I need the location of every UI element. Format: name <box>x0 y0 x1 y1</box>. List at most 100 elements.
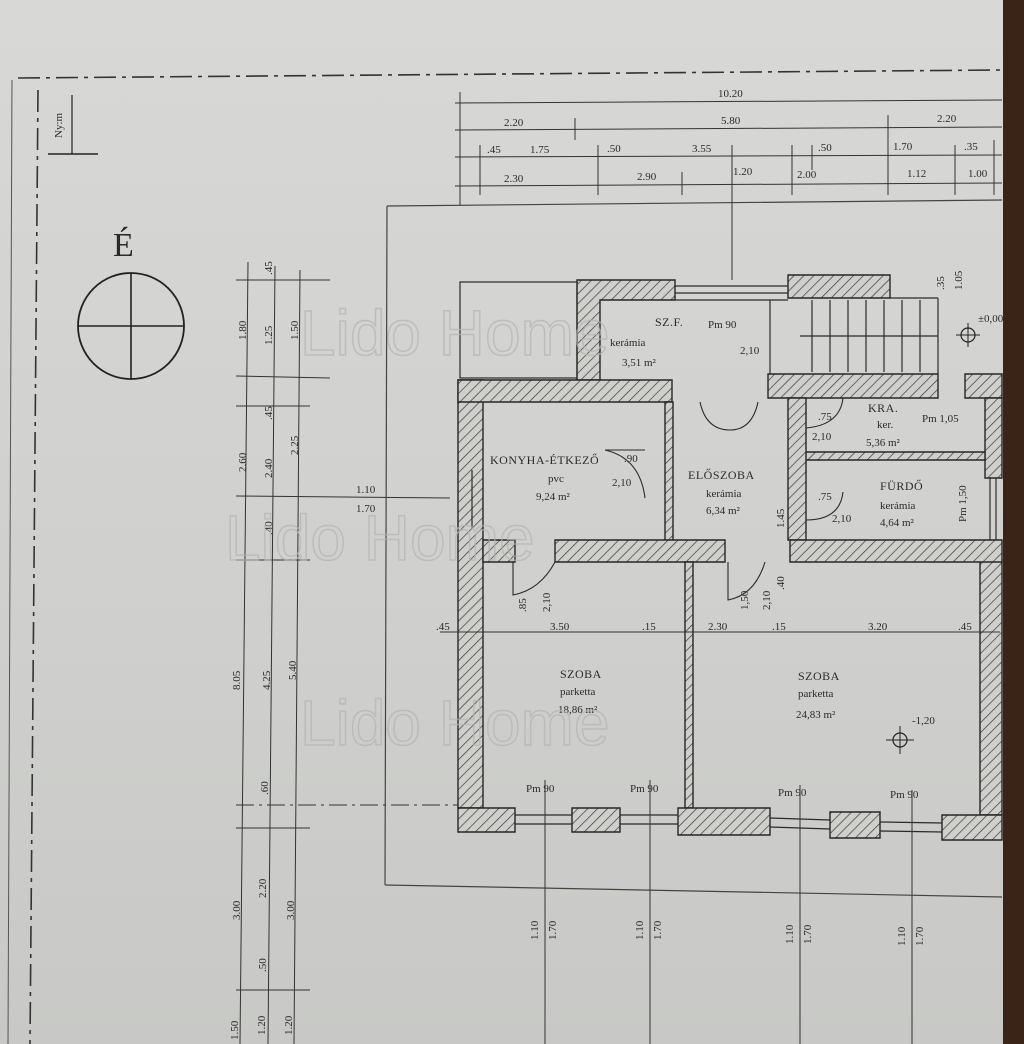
svg-text:Lido Home: Lido Home <box>300 687 610 759</box>
left-dimension-texts: 1.80 2.60 8.05 3.00 1.50 .45 1.25 .45 2.… <box>229 261 301 1040</box>
walls <box>457 274 1003 841</box>
svg-text:±0,00: ±0,00 <box>978 313 1004 325</box>
svg-text:Lido Home: Lido Home <box>300 297 610 369</box>
svg-text:.75: .75 <box>818 411 832 423</box>
svg-text:2,10: 2,10 <box>832 513 852 525</box>
svg-text:.60: .60 <box>259 781 271 795</box>
svg-text:1.70: 1.70 <box>547 920 559 940</box>
svg-text:4.25: 4.25 <box>261 670 273 690</box>
svg-text:KRA.: KRA. <box>868 401 898 415</box>
svg-text:.35: .35 <box>964 141 978 153</box>
room-kra: KRA. ker. 5,36 m² <box>866 401 901 449</box>
svg-text:kerámia: kerámia <box>706 488 742 500</box>
wall-bottom-5 <box>941 814 1003 841</box>
svg-text:1.25: 1.25 <box>263 325 275 345</box>
wall-room-partition <box>684 561 694 809</box>
wall-bottom-3 <box>677 807 771 836</box>
svg-text:1.20: 1.20 <box>283 1015 295 1035</box>
wall-furdo-bottom <box>789 539 1003 563</box>
watermark: Lido Home Lido Home Lido Home <box>224 296 610 760</box>
svg-text:2,10: 2,10 <box>541 592 553 612</box>
svg-text:3,51 m²: 3,51 m² <box>622 357 657 369</box>
svg-text:.85: .85 <box>517 598 529 612</box>
svg-text:2.20: 2.20 <box>937 113 957 125</box>
wall-kra-top <box>767 373 939 399</box>
svg-text:1.80: 1.80 <box>237 320 249 340</box>
svg-text:.75: .75 <box>818 491 832 503</box>
svg-text:KONYHA-ÉTKEZŐ: KONYHA-ÉTKEZŐ <box>490 453 599 467</box>
svg-text:1.50: 1.50 <box>229 1020 241 1040</box>
kitchen-window-dim: 1.10 1.70 <box>356 484 376 515</box>
svg-text:-1,20: -1,20 <box>912 715 935 727</box>
wall-stair-top <box>787 274 891 299</box>
svg-text:.45: .45 <box>436 621 450 633</box>
svg-text:5.80: 5.80 <box>721 115 741 127</box>
svg-text:kerámia: kerámia <box>610 337 646 349</box>
wall-bottom-2 <box>571 807 621 833</box>
svg-text:2,10: 2,10 <box>812 431 832 443</box>
svg-text:8.05: 8.05 <box>231 670 243 690</box>
svg-text:.50: .50 <box>607 143 621 155</box>
svg-text:1,50: 1,50 <box>739 590 751 610</box>
svg-text:2.40: 2.40 <box>263 458 275 478</box>
svg-text:Pm 90: Pm 90 <box>630 783 659 795</box>
svg-text:ker.: ker. <box>877 419 893 431</box>
svg-text:1.70: 1.70 <box>914 926 926 946</box>
wall-kitchen-right <box>664 401 674 546</box>
bottom-window-dims <box>544 780 913 1044</box>
svg-text:Lido Home: Lido Home <box>225 502 535 574</box>
door-swings <box>512 397 844 601</box>
svg-text:SZOBA: SZOBA <box>560 667 602 681</box>
svg-text:3.50: 3.50 <box>550 621 570 633</box>
svg-text:1.50: 1.50 <box>289 320 301 340</box>
svg-text:3.00: 3.00 <box>231 900 243 920</box>
svg-text:parketta: parketta <box>798 688 834 700</box>
svg-text:2,10: 2,10 <box>740 345 760 357</box>
svg-text:3.00: 3.00 <box>285 900 297 920</box>
svg-text:2,10: 2,10 <box>761 590 773 610</box>
room-left: SZOBA parketta 18,86 m² <box>558 667 602 716</box>
svg-text:10.20: 10.20 <box>718 88 743 100</box>
svg-text:ELŐSZOBA: ELŐSZOBA <box>688 468 755 482</box>
svg-text:kerámia: kerámia <box>880 500 916 512</box>
svg-text:1.00: 1.00 <box>968 168 988 180</box>
svg-text:1.20: 1.20 <box>256 1015 268 1035</box>
bottom-window-texts: 1.10 1.70 1.10 1.70 1.10 1.70 1.10 1.70 <box>529 920 926 946</box>
svg-text:.15: .15 <box>642 621 656 633</box>
wall-hall-right <box>787 397 807 541</box>
svg-text:Pm 90: Pm 90 <box>526 783 555 795</box>
svg-text:Pm 90: Pm 90 <box>890 789 919 801</box>
top-dimension-lines <box>454 92 1003 280</box>
svg-text:.90: .90 <box>624 453 638 465</box>
svg-text:.45: .45 <box>263 406 275 420</box>
room-hallway: ELŐSZOBA kerámia 6,34 m² <box>688 468 755 517</box>
room-szf: SZ.F. kerámia 3,51 m² <box>610 315 683 369</box>
wall-bottom-1 <box>457 807 516 833</box>
wall-kitchen-top <box>457 379 673 403</box>
wall-kitchen-bottom <box>482 539 516 563</box>
room-right: SZOBA parketta 24,83 m² <box>796 669 839 721</box>
side-mark: Ny:m <box>48 95 98 155</box>
level-mark-room: -1,20 <box>886 715 935 754</box>
svg-text:Pm 90: Pm 90 <box>778 787 807 799</box>
interior-dimensions: .45 3.50 .15 2.30 .15 3.20 .45 <box>436 621 1000 633</box>
svg-text:parketta: parketta <box>560 686 596 698</box>
svg-text:4,64 m²: 4,64 m² <box>880 517 915 529</box>
svg-text:1.10: 1.10 <box>356 484 376 496</box>
svg-text:2.20: 2.20 <box>257 878 269 898</box>
svg-text:2.60: 2.60 <box>237 452 249 472</box>
svg-text:FÜRDŐ: FÜRDŐ <box>880 479 923 493</box>
svg-text:Pm 1,50: Pm 1,50 <box>957 485 969 522</box>
wall-right-top <box>964 373 1003 399</box>
svg-text:SZ.F.: SZ.F. <box>655 315 683 329</box>
svg-text:1.12: 1.12 <box>907 168 926 180</box>
svg-text:3.55: 3.55 <box>692 143 712 155</box>
svg-text:Pm 1,05: Pm 1,05 <box>922 413 959 425</box>
svg-text:.40: .40 <box>775 576 787 590</box>
svg-text:.45: .45 <box>487 144 501 156</box>
wall-bottom-4 <box>829 811 881 839</box>
svg-text:2,10: 2,10 <box>612 477 632 489</box>
svg-text:1.10: 1.10 <box>529 920 541 940</box>
svg-text:5.40: 5.40 <box>287 660 299 680</box>
